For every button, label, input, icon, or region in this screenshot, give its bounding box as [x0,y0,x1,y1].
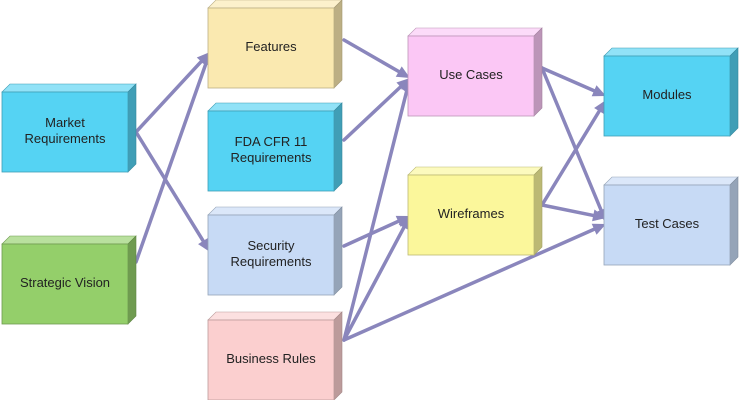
node-front-face [1,243,129,325]
arrowhead-icon [198,237,210,252]
arrowhead-icon [591,223,606,235]
arrowhead-icon [395,66,410,78]
node-label: Modules [642,87,692,102]
node-label-line: Wireframes [438,206,505,221]
node-top-face [603,176,739,186]
node-front-face [603,184,731,266]
edge-line [342,225,406,342]
node-top-face [1,83,137,93]
node-side-face [729,47,739,137]
edge-line [342,85,403,142]
node-side-face [533,166,543,256]
edge-business-to-wireframes [342,216,410,342]
edge-wireframes-to-testcases [540,203,606,222]
edge-line [342,227,596,342]
node-side-face [127,83,137,173]
node-label-line: Requirements [25,131,106,146]
node-top-face [1,235,137,245]
node-label: Business Rules [226,351,316,366]
edge-line [134,59,203,134]
node-label: Features [245,39,297,54]
edge-line [540,109,601,207]
node-front-face [207,110,335,192]
node-wireframes: Wireframes [407,166,543,256]
arrowhead-icon [592,209,606,222]
edge-line [540,66,603,212]
node-label-line: Security [248,238,295,253]
node-label-line: Requirements [231,254,312,269]
node-front-face [407,35,535,117]
node-features: Features [207,0,343,89]
node-label: Test Cases [635,216,700,231]
node-business: Business Rules [207,311,343,400]
node-side-face [333,311,343,400]
node-modules: Modules [603,47,739,137]
node-label: Use Cases [439,67,503,82]
node-label-line: Market [45,115,85,130]
node-front-face [207,319,335,400]
node-front-face [1,91,129,173]
arrowhead-icon [396,78,410,92]
edge-line [134,130,205,243]
node-label-line: Use Cases [439,67,503,82]
node-label: Strategic Vision [20,275,110,290]
arrowhead-icon [594,100,606,115]
node-top-face [603,47,739,57]
arrowhead-icon [398,216,410,231]
node-testcases: Test Cases [603,176,739,266]
edge-line [540,66,596,93]
edge-business-to-testcases [342,223,606,342]
arrowhead-icon [395,215,410,227]
node-front-face [207,214,335,296]
node-top-face [407,166,543,176]
arrowhead-icon [591,85,606,97]
node-label: Wireframes [438,206,505,221]
node-side-face [333,0,343,89]
node-usecases: Use Cases [407,27,543,117]
edge-usecases-to-modules [540,66,606,97]
node-label-line: Modules [642,87,692,102]
node-side-face [533,27,543,117]
node-top-face [407,27,543,37]
node-label-line: FDA CFR 11 [235,134,308,149]
node-top-face [207,102,343,112]
edge-line [540,203,596,218]
node-label-line: Business Rules [226,351,316,366]
node-label-line: Features [245,39,297,54]
edge-market-to-security [134,130,210,252]
node-side-face [729,176,739,266]
node-front-face [207,7,335,89]
node-front-face [603,55,731,137]
node-side-face [127,235,137,325]
node-label-line: Strategic Vision [20,275,110,290]
node-top-face [207,311,343,321]
node-side-face [333,102,343,192]
node-strategic: Strategic Vision [1,235,137,325]
node-top-face [207,206,343,216]
edge-line [134,62,208,264]
node-label-line: Test Cases [635,216,700,231]
edge-line [342,38,401,74]
edge-business-to-usecases [342,78,413,342]
node-top-face [207,0,343,9]
node-side-face [333,206,343,296]
edge-features-to-usecases [342,38,410,78]
edge-wireframes-to-modules [540,100,606,207]
edge-strategic-to-features [134,52,212,264]
edge-line [342,88,409,342]
node-label-line: Requirements [231,150,312,165]
node-front-face [407,174,535,256]
edge-fda-to-usecases [342,78,410,142]
edge-market-to-features [134,52,210,134]
